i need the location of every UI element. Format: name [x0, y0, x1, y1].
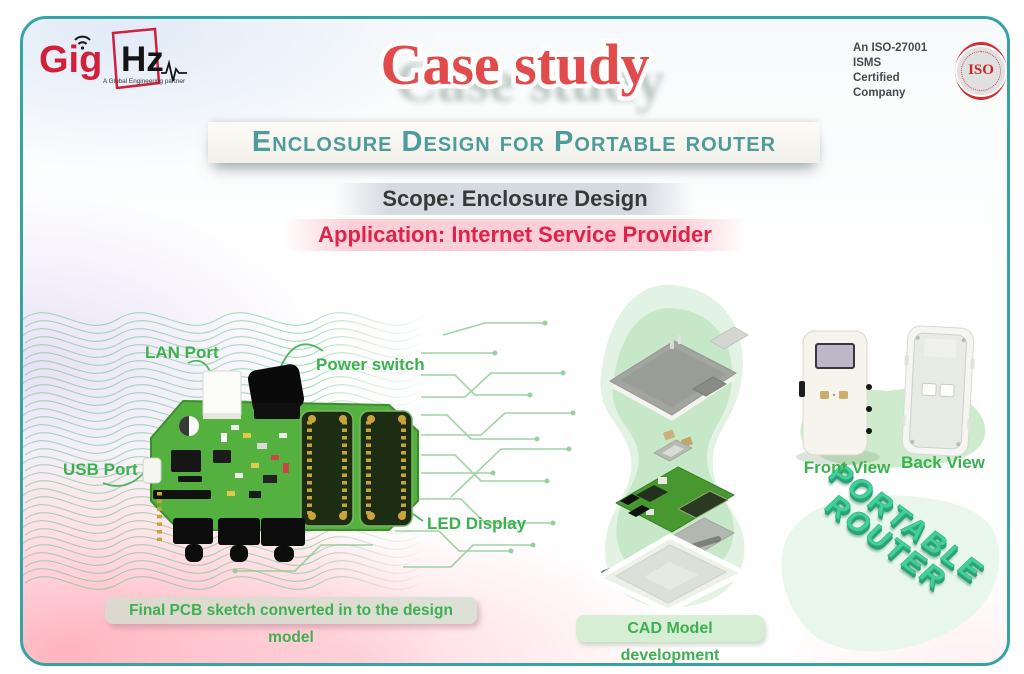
usb-port-connector	[142, 457, 162, 484]
iso-certification: An ISO-27001 ISMS Certified Company ISO	[853, 41, 1007, 101]
label-usb-port: USB Port	[63, 460, 138, 479]
circuit-traces-decoration	[102, 320, 576, 574]
display-socket-2	[359, 410, 413, 527]
cad-pcb-part	[615, 466, 735, 533]
iso-line1: An ISO-27001 ISMS	[853, 42, 928, 69]
scope-text: Scope: Enclosure Design	[334, 183, 696, 215]
application-text: Application: Internet Service Provider	[284, 219, 746, 251]
title-outline: Case study	[376, 28, 654, 102]
gighz-logo: Gig Hz A Global Engineering partner	[39, 27, 187, 89]
iso-line2: Certified Company	[853, 71, 906, 99]
brand-primary: Gig	[39, 39, 102, 81]
display-socket-1	[300, 410, 354, 527]
label-lan-port: LAN Port	[145, 343, 219, 362]
case-study-card: PORTABLE ROUTER Gig Hz A Global Engineer…	[20, 16, 1010, 666]
cad-parts	[595, 326, 749, 613]
lan-port-connector	[202, 370, 242, 418]
back-view-device	[901, 325, 975, 457]
enclosure-views	[796, 325, 986, 468]
title-text: Case study	[380, 32, 650, 97]
pcb-board	[142, 364, 419, 562]
back-view-label: Back View	[901, 453, 985, 472]
iso-seal-badge: ISO	[955, 41, 1007, 100]
pcb-buttons	[173, 518, 305, 562]
banner-heading: Enclosure Design for Portable router	[208, 122, 820, 163]
front-view-label: Front View	[803, 458, 891, 477]
side-button	[799, 381, 805, 397]
iso-badge-text: ISO	[961, 50, 1001, 91]
small-components	[221, 425, 289, 498]
door-frame-icon	[111, 27, 161, 89]
brand-secondary: Hz	[121, 40, 164, 79]
label-power-switch: Power switch	[316, 355, 425, 374]
title-shadow: Case study	[395, 49, 665, 114]
brand-tagline: A Global Engineering partner	[103, 78, 186, 85]
ic-chip	[171, 450, 201, 472]
cad-exploded-model	[595, 284, 749, 613]
label-led-display: LED Display	[427, 514, 527, 533]
cad-caption: CAD Model development	[576, 615, 764, 663]
page-title: Case study Case study Case study	[23, 28, 1007, 121]
wifi-icon	[74, 35, 91, 41]
pcb-caption: Final PCB sketch converted in to the des…	[105, 597, 477, 646]
front-view-device	[799, 330, 872, 456]
heartbeat-icon	[161, 59, 187, 82]
pcb-illustration	[142, 364, 419, 562]
power-switch-part	[248, 364, 304, 419]
device-display	[815, 343, 855, 369]
router-3d-blob	[781, 495, 1000, 652]
